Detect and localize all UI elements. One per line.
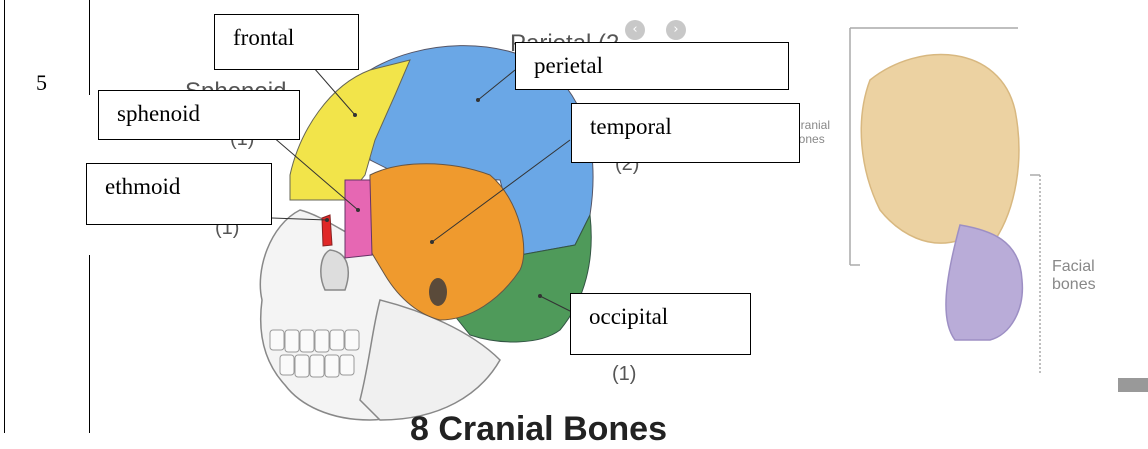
label-frontal: frontal [214,14,359,70]
label-temporal: temporal [571,103,800,163]
dot-temporal [430,240,434,244]
dot-ethmoid [325,218,329,222]
nav-prev-icon: ‹ [625,20,645,40]
sphenoid-bone [345,180,372,258]
label-ethmoid: ethmoid [86,163,272,225]
label-perietal: perietal [515,42,789,90]
diagram-caption: 8 Cranial Bones [410,410,667,449]
label-occipital: occipital [570,293,751,355]
ear-canal [429,278,447,306]
nav-next-icon: › [666,20,686,40]
bg-facial-bones: Facial bones [1052,258,1096,294]
bg-count-4: (1) [612,363,636,386]
dot-perietal [476,98,480,102]
skull-photo [845,18,1148,392]
dot-occipital [538,294,542,298]
dot-sphenoid [356,208,360,212]
label-sphenoid: sphenoid [98,90,300,140]
dot-frontal [353,113,357,117]
